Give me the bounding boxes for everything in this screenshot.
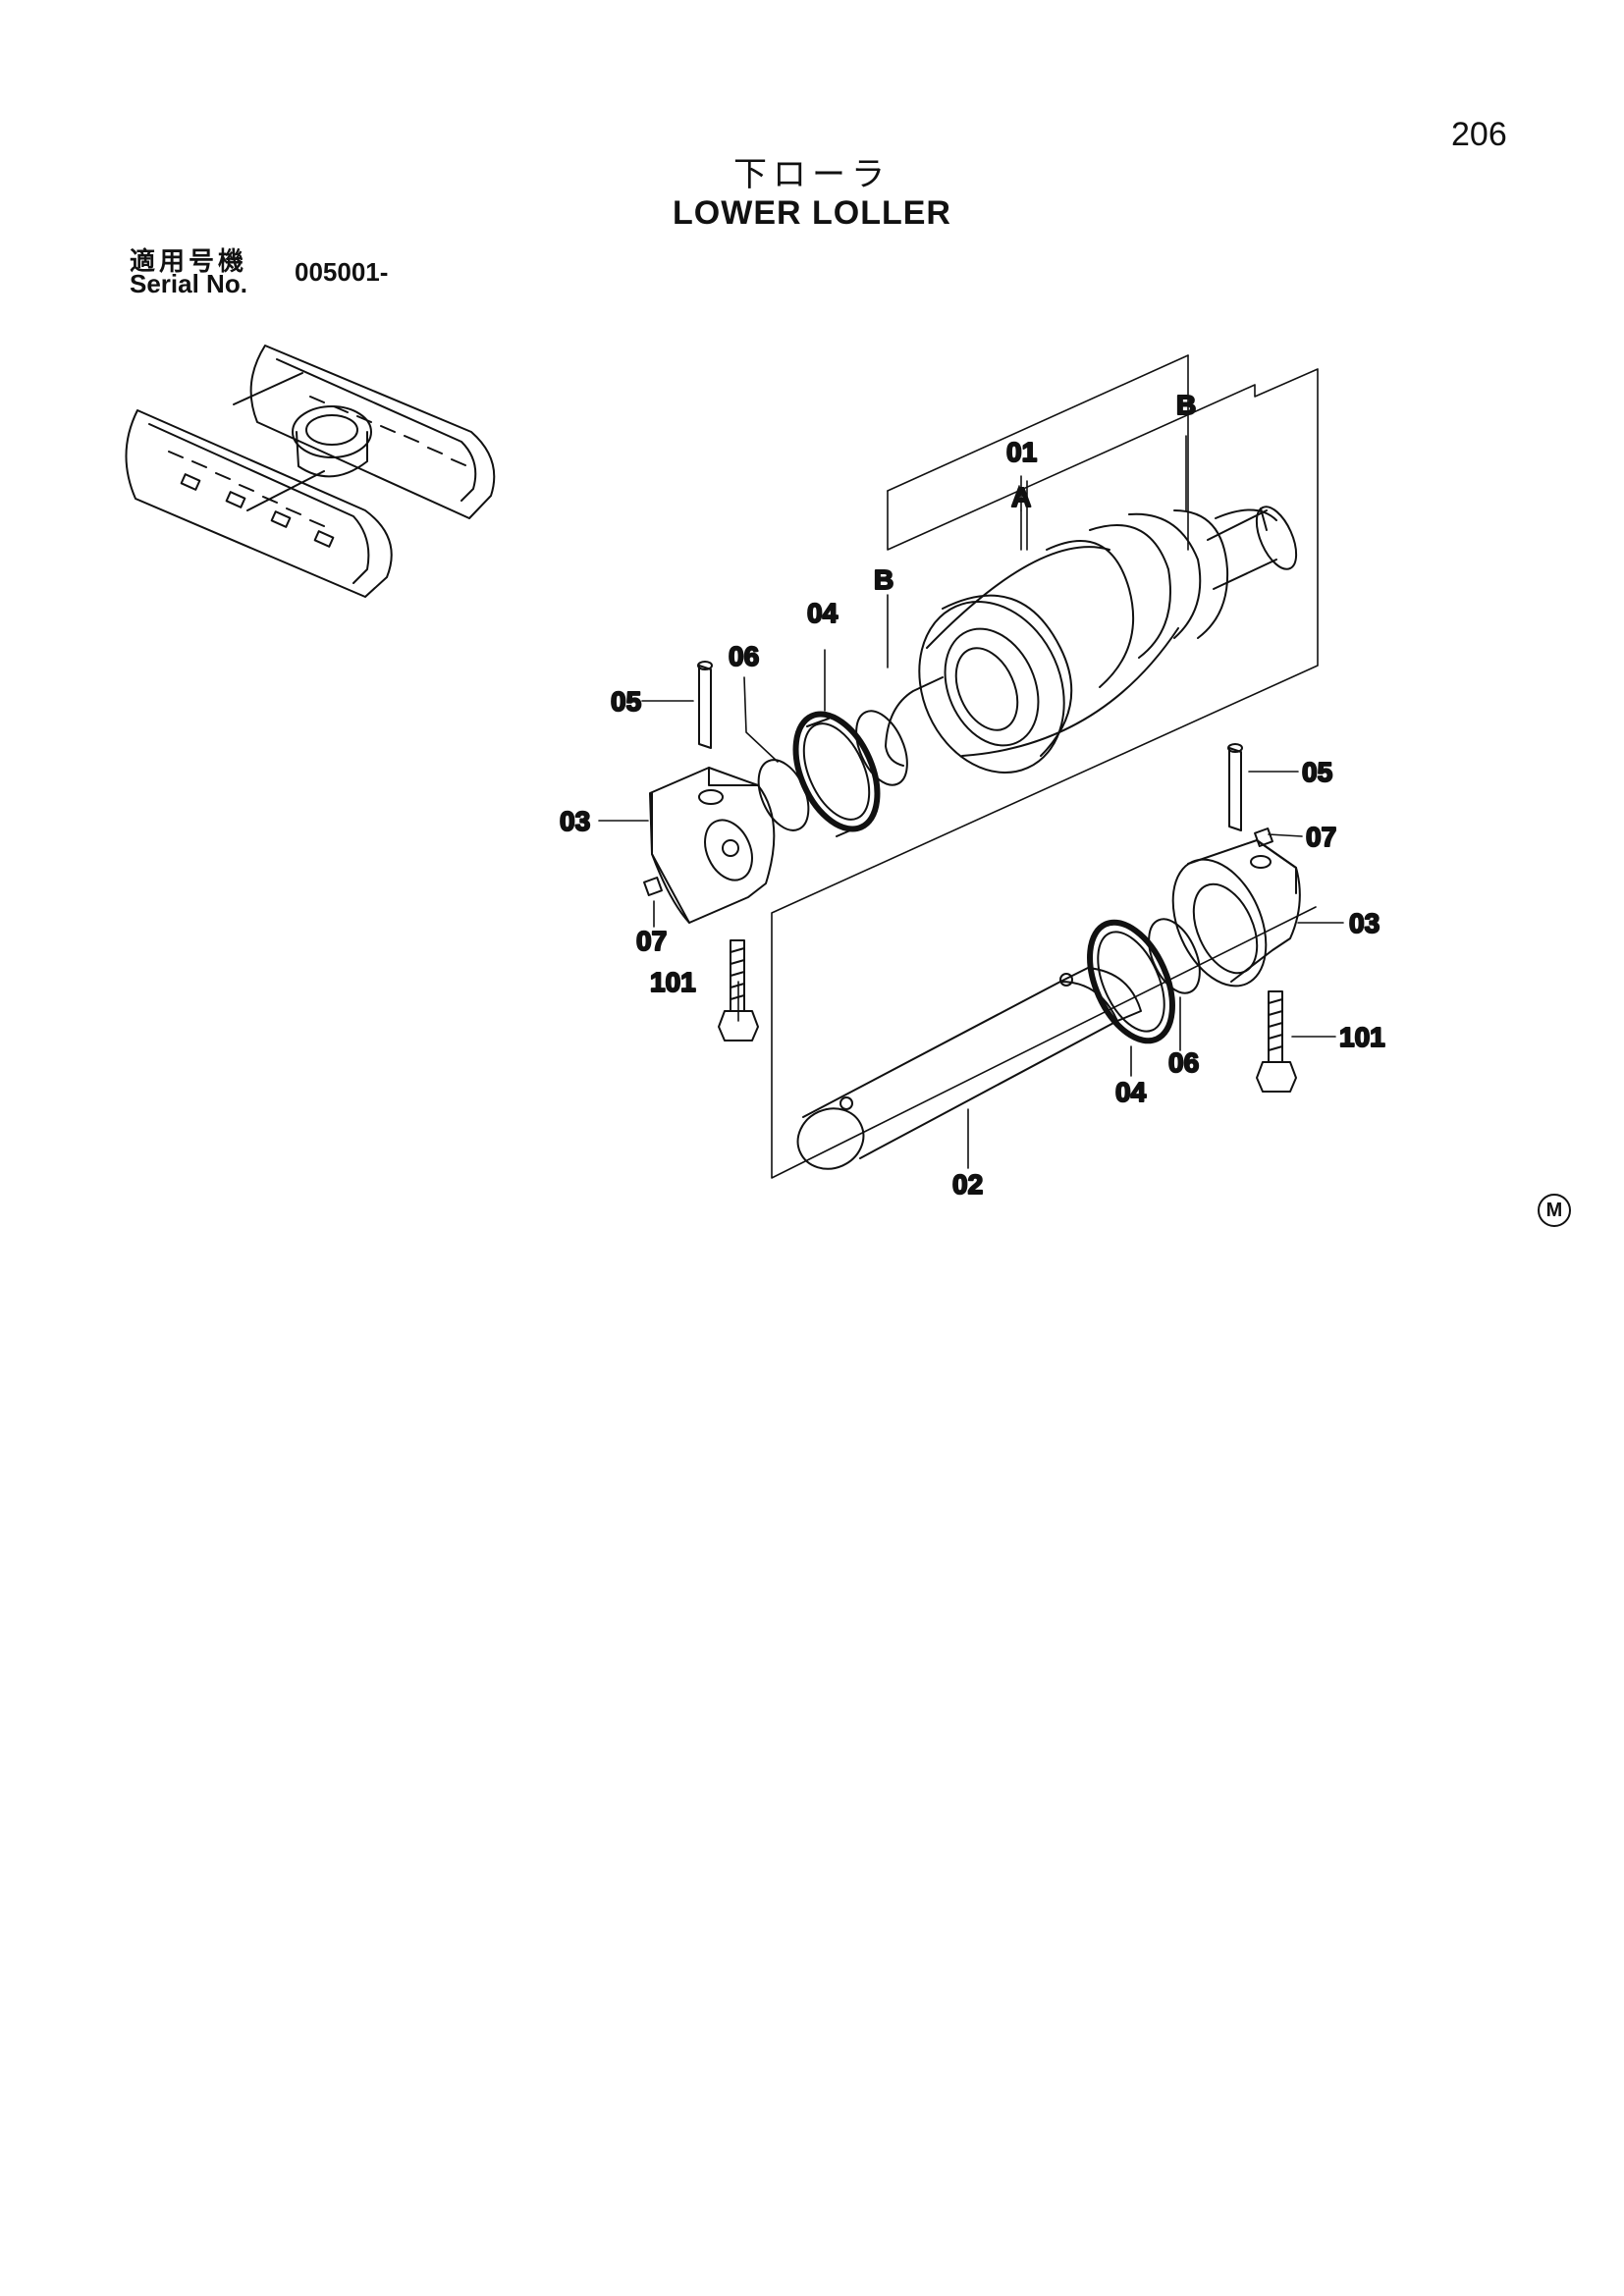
- undercarriage-thumbnail: [125, 345, 496, 598]
- callout-101-right: 101: [1339, 1022, 1385, 1052]
- o-ring-top-right: [855, 710, 908, 786]
- plug-right: [1254, 828, 1273, 847]
- shaft: [796, 967, 1142, 1170]
- spring-pin-left: [697, 661, 713, 749]
- callout-07-right: 07: [1306, 822, 1336, 852]
- callout-07-left: 07: [636, 926, 667, 956]
- callout-06-bottom: 06: [1168, 1047, 1199, 1078]
- leader-lines: [598, 435, 1344, 1169]
- m-mark-symbol: M: [1538, 1194, 1571, 1227]
- callout-04-bottom: 04: [1115, 1077, 1147, 1107]
- callout-04-top: 04: [807, 598, 839, 628]
- callout-b-right: B: [1176, 390, 1196, 420]
- callout-02: 02: [952, 1169, 983, 1200]
- collar-right: [1171, 839, 1301, 988]
- spring-pin-right: [1227, 743, 1243, 831]
- floating-seal-top: [792, 711, 881, 837]
- callout-05-right: 05: [1302, 757, 1332, 787]
- o-ring-bottom: [1148, 918, 1201, 994]
- callout-01: 01: [1006, 437, 1037, 467]
- page-number: 206: [1451, 116, 1507, 153]
- o-ring-top: [757, 759, 810, 831]
- callout-101-left: 101: [650, 967, 696, 997]
- callout-03-right: 03: [1349, 908, 1380, 938]
- callout-06-top: 06: [729, 641, 759, 671]
- bolt-right: [1256, 990, 1297, 1093]
- callout-b-left: B: [874, 564, 893, 595]
- page-title: LOWER LOLLER: [673, 194, 951, 232]
- serial-label-japanese: 適用号機: [130, 247, 248, 277]
- roller-shell: [885, 506, 1298, 774]
- serial-number: 005001-: [295, 257, 389, 287]
- bolt-left: [718, 939, 759, 1041]
- page-title-japanese: 下ローラ: [733, 155, 891, 194]
- callout-05-left: 05: [611, 686, 641, 717]
- serial-label: Serial No.: [130, 269, 247, 298]
- callout-03-left: 03: [560, 806, 590, 836]
- collar-left: [649, 767, 776, 924]
- floating-seal-bottom: [1087, 919, 1175, 1044]
- plug-left: [643, 877, 663, 896]
- assembly-outline: [771, 354, 1319, 1179]
- callout-a: A: [1011, 482, 1031, 512]
